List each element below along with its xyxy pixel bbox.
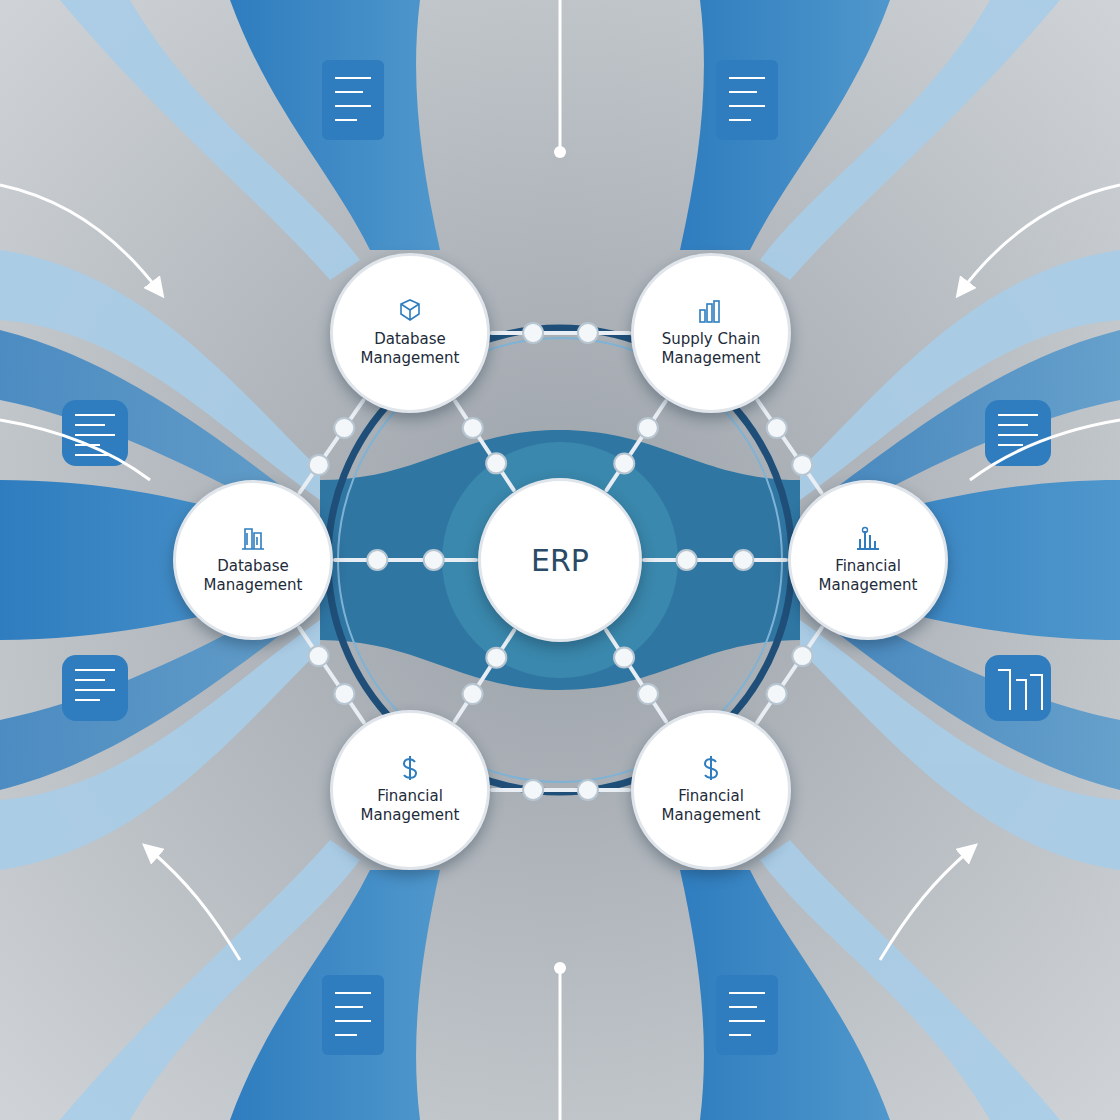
connector	[606, 630, 666, 721]
connector	[492, 323, 629, 343]
module-icon	[395, 755, 425, 781]
module-icon	[696, 755, 726, 781]
connector	[492, 780, 629, 800]
module-circle: Financial Management	[631, 710, 791, 870]
module-label: Database Management	[350, 330, 470, 369]
connector	[299, 628, 364, 723]
module-circle: Supply Chain Management	[631, 253, 791, 413]
connector	[607, 401, 666, 490]
module-label: Financial Management	[808, 557, 928, 596]
connector	[455, 630, 514, 721]
module-circle: Financial Management	[330, 710, 490, 870]
module-label: Financial Management	[350, 787, 470, 826]
connector	[758, 400, 822, 492]
module-circle: Financial Management	[788, 480, 948, 640]
connector	[757, 628, 822, 723]
connector	[644, 550, 786, 570]
module-label: Database Management	[193, 557, 313, 596]
module-icon	[238, 525, 268, 551]
connector	[335, 550, 476, 570]
hub-label: ERP	[531, 541, 589, 580]
module-icon	[853, 525, 883, 551]
module-icon	[395, 298, 425, 324]
module-circle: Database Management	[330, 253, 490, 413]
hub-circle: ERP	[478, 478, 642, 642]
module-icon	[696, 298, 726, 324]
connector	[300, 400, 364, 492]
connector	[455, 401, 513, 490]
module-circle: Database Management	[173, 480, 333, 640]
module-label: Financial Management	[651, 787, 771, 826]
module-label: Supply Chain Management	[651, 330, 771, 369]
